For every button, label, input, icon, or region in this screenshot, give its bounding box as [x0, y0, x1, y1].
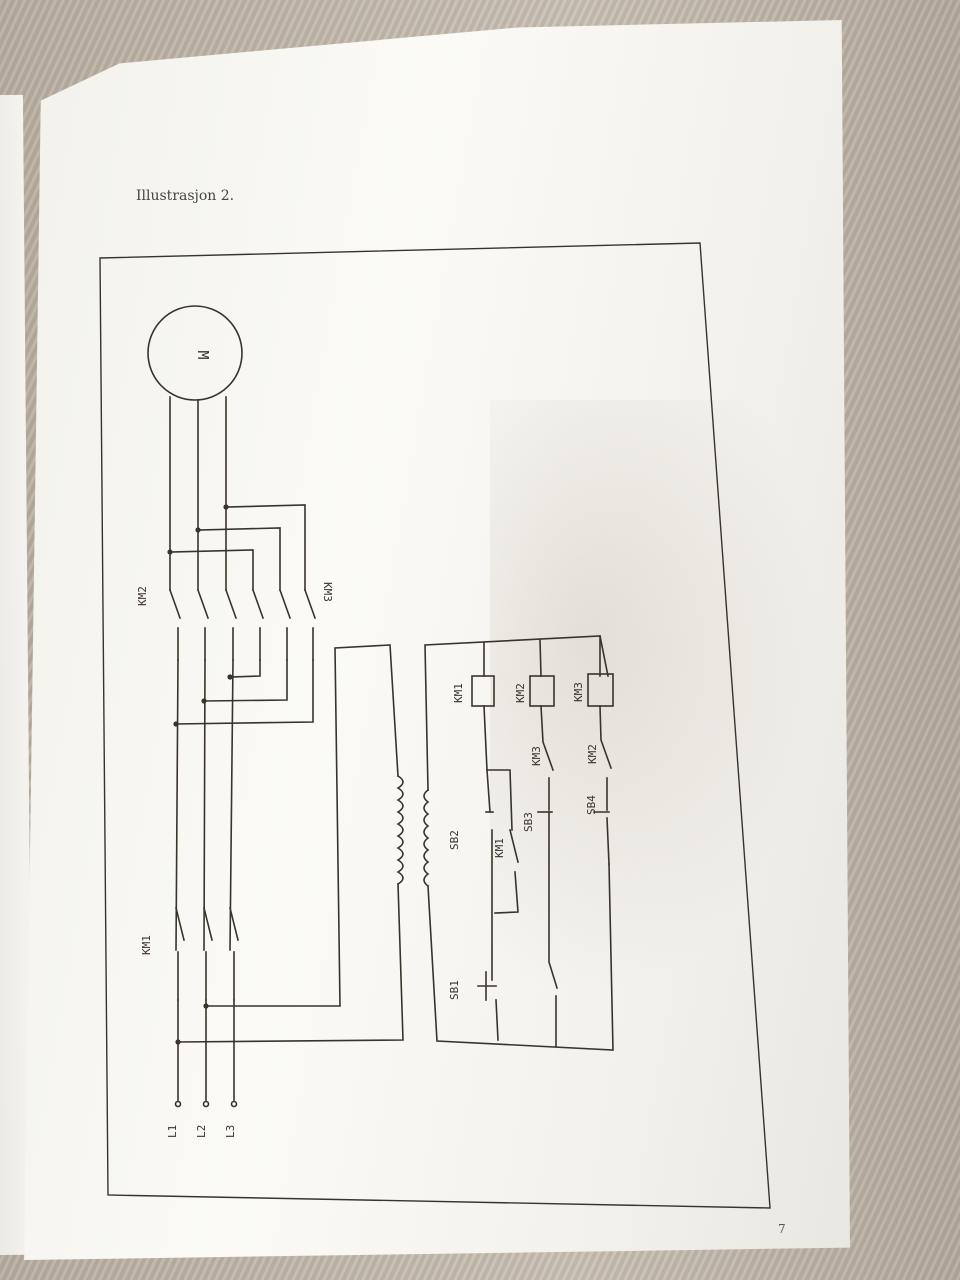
manual-page	[24, 20, 850, 1260]
label-l1: L1	[166, 1125, 179, 1138]
page-number: 7	[778, 1222, 786, 1236]
label-interlock-km2: KM2	[586, 744, 599, 764]
label-aux-km1: KM1	[493, 838, 506, 858]
km1-coil	[471, 675, 495, 707]
reversing-cross-wires	[175, 659, 314, 951]
label-km1-main: KM1	[140, 935, 153, 955]
label-l3: L3	[224, 1125, 237, 1138]
motor-symbol: M	[147, 305, 243, 401]
km2-main-contacts	[168, 588, 238, 661]
label-km2-main: KM2	[136, 586, 149, 606]
label-coil-km2: KM2	[514, 683, 527, 703]
power-phase-lines	[169, 396, 306, 591]
motor-label: M	[194, 350, 212, 359]
junction-dots	[167, 504, 233, 1045]
label-sb3: SB3	[522, 812, 535, 832]
diagram-labels: KM2 KM3 KM1 L1 L2 L3 KM1 KM2 KM3 KM3 KM2…	[136, 582, 599, 1138]
supply-lines	[174, 999, 238, 1108]
km1-main-contacts	[175, 907, 239, 1001]
km3-main-contacts	[251, 588, 317, 661]
label-km3-main: KM3	[321, 582, 334, 602]
page-shadow	[490, 400, 820, 1000]
label-coil-km3: KM3	[572, 682, 585, 702]
km2-coil	[529, 675, 555, 707]
figure-caption: Illustrasjon 2.	[136, 188, 235, 204]
label-l2: L2	[195, 1125, 208, 1138]
km3-coil	[587, 673, 614, 707]
label-sb2: SB2	[448, 830, 461, 850]
label-interlock-km3: KM3	[530, 746, 543, 766]
label-sb4: SB4	[585, 795, 598, 815]
transformer	[177, 644, 430, 1043]
control-circuit	[424, 635, 614, 1051]
label-sb1: SB1	[448, 980, 461, 1000]
diagram-frame	[99, 242, 771, 1209]
label-coil-km1: KM1	[452, 683, 465, 703]
